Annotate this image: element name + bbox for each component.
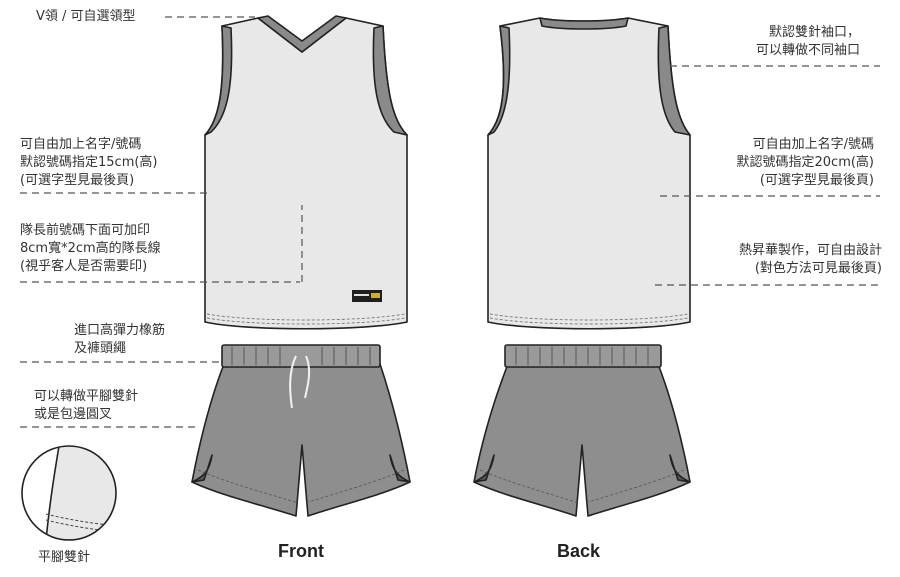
waistband-note: 進口高彈力橡筋 及褲頭繩 <box>74 323 166 356</box>
sublimation-note: 熱昇華製作，可自由設計 (對色方法可見最後頁) <box>738 243 882 276</box>
front-jersey-collar-trim <box>257 15 347 53</box>
back-jersey-collar-trim <box>539 17 629 30</box>
cuff-note: 默認雙針袖口， 可以轉做不同袖口 <box>755 25 860 58</box>
front-jersey-left-armhole-trim <box>204 25 233 136</box>
front-view-label: Front <box>278 541 324 561</box>
front-name-number-note: 可自由加上名字/號碼 默認號碼指定15cm(高) (可選字型見最後頁) <box>20 137 158 188</box>
front-shorts-body <box>191 363 411 517</box>
captain-stripe-note: 隊長前號碼下面可加印 8cm寬*2cm高的隊長線 (視乎客人是否需要印) <box>20 223 161 274</box>
back-jersey-right-armhole-trim <box>657 25 691 136</box>
collar-note: V領 / 可自選領型 <box>36 9 136 24</box>
back-shorts-waistband <box>504 344 662 368</box>
hem-detail-circle <box>21 445 117 541</box>
front-shorts <box>191 344 411 517</box>
hem-detail-label: 平腳雙針 <box>38 550 91 565</box>
back-shorts <box>473 344 691 517</box>
hem-note: 可以轉做平腳雙針 或是包邊圓叉 <box>34 389 139 422</box>
back-view-label: Back <box>557 541 601 561</box>
callout-lines <box>20 16 880 428</box>
front-jersey-right-armhole-trim <box>372 25 408 136</box>
back-jersey <box>487 17 691 330</box>
drawstring <box>289 355 311 409</box>
front-shorts-waistband <box>221 344 381 368</box>
back-name-number-note: 可自由加上名字/號碼 默認號碼指定20cm(高) (可選字型見最後頁) <box>736 137 875 188</box>
back-jersey-left-armhole-trim <box>487 25 511 136</box>
front-jersey <box>204 15 408 330</box>
brand-patch <box>352 290 382 302</box>
back-shorts-body <box>473 363 691 517</box>
